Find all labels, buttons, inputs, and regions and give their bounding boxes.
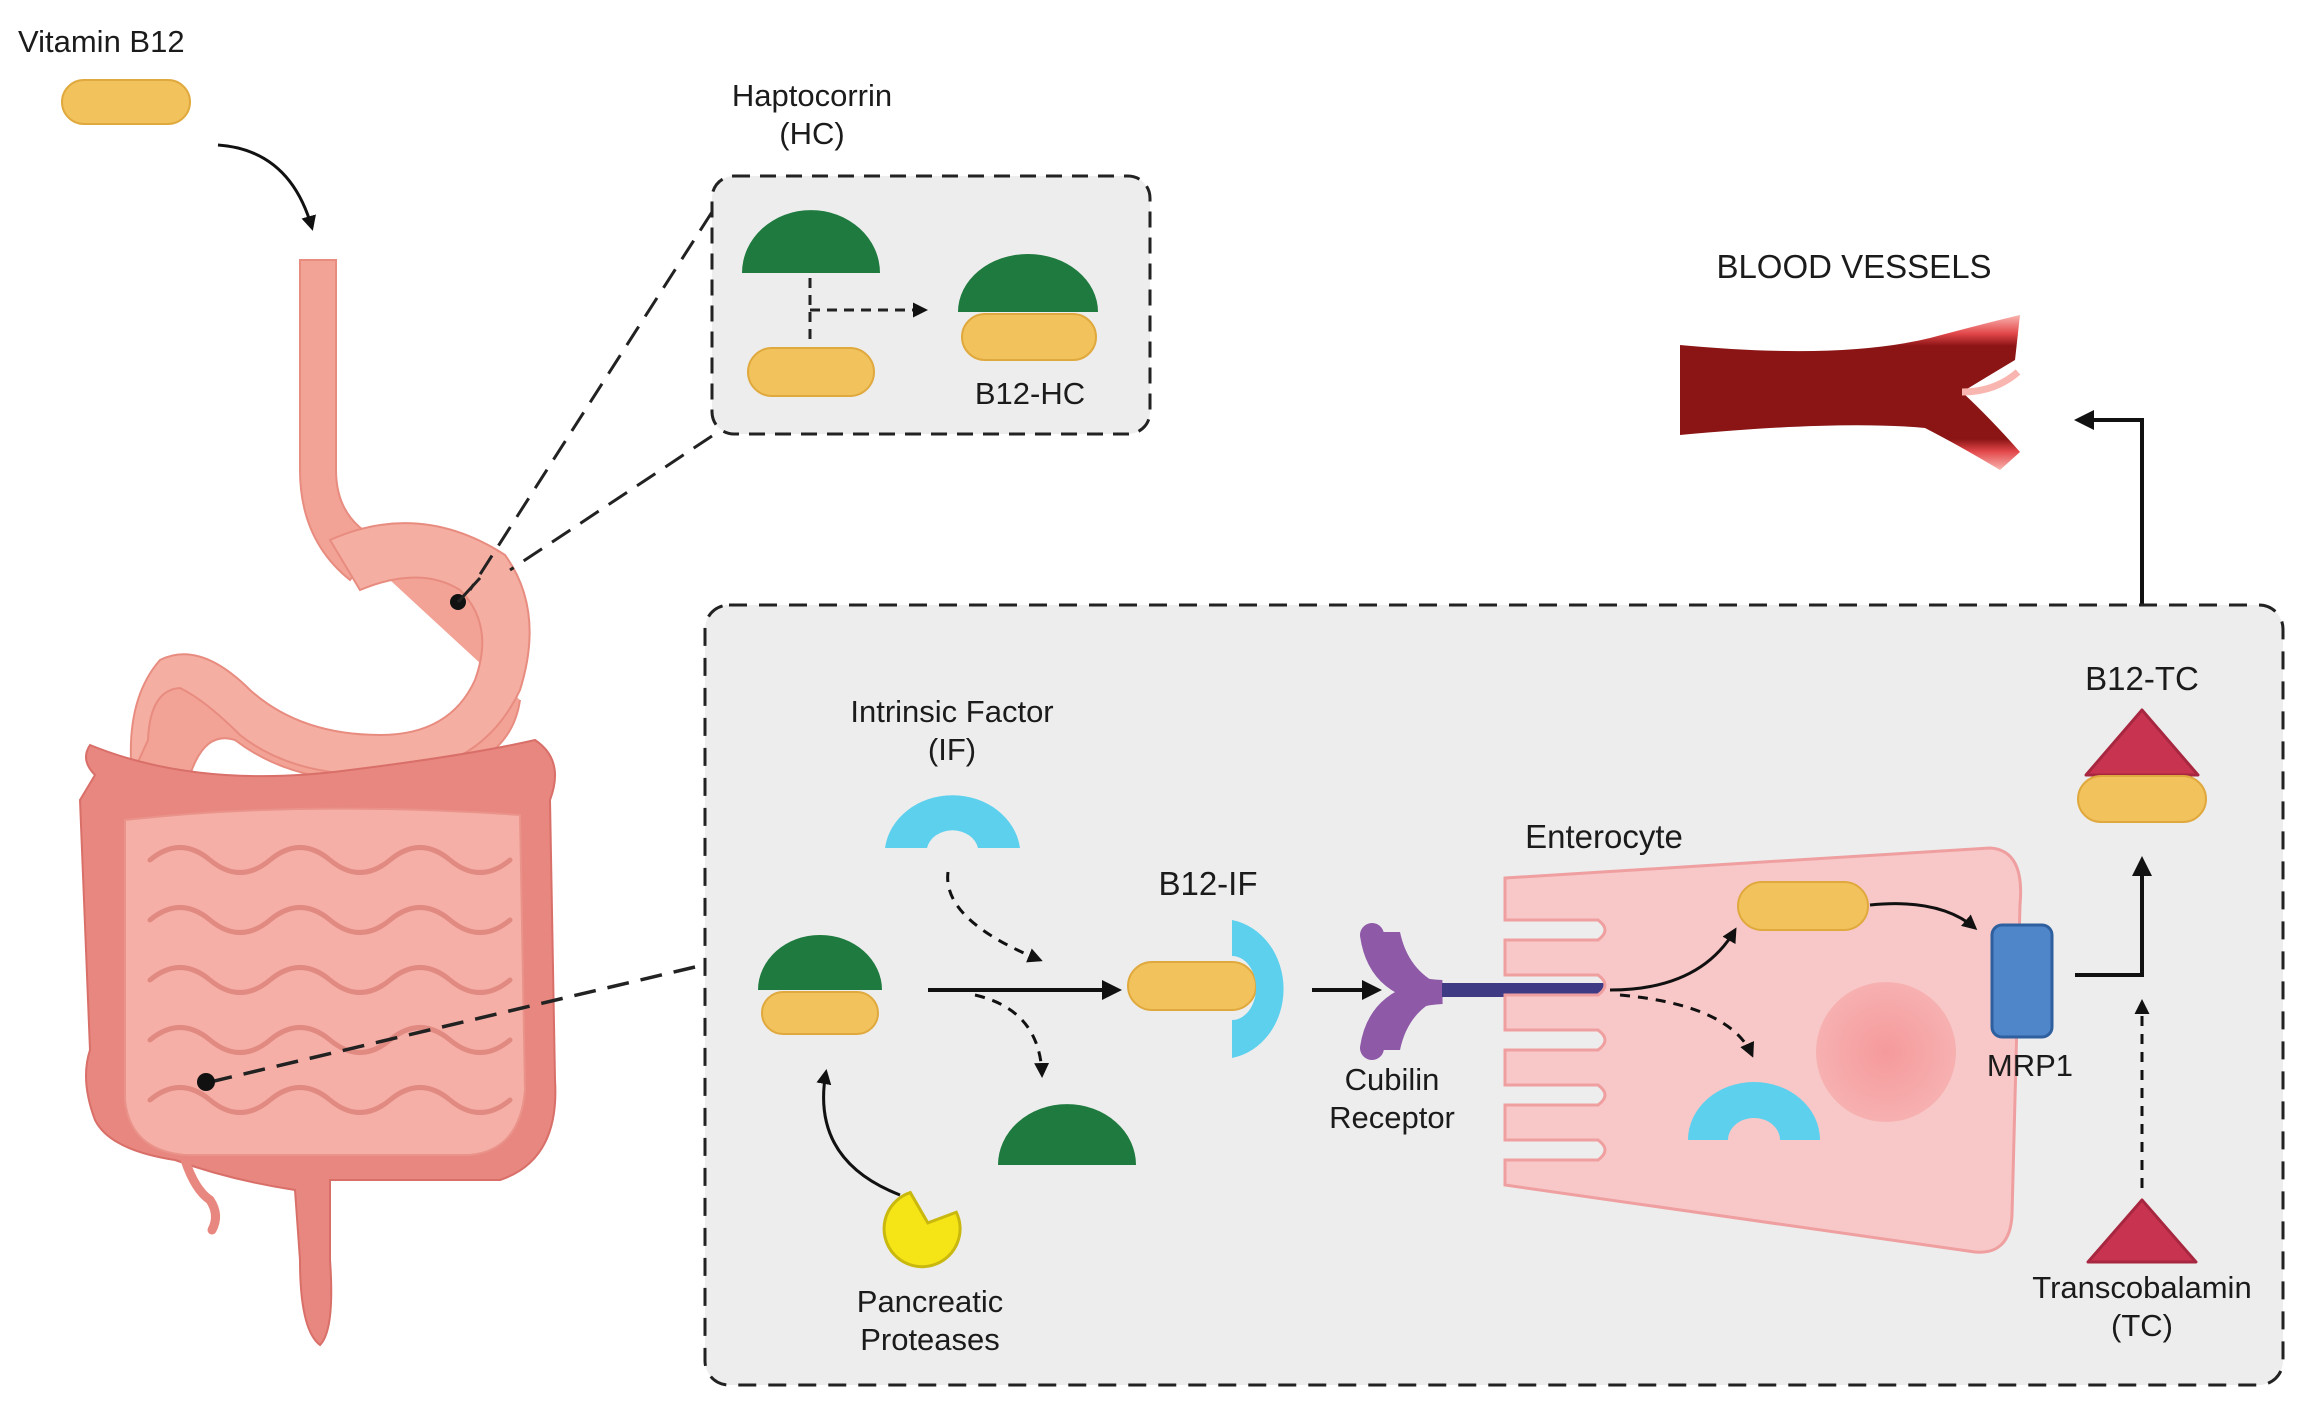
cubilin-receptor-group: Cubilin Receptor [1329,923,1604,1135]
b12-pill-icon [2077,775,2207,823]
to-blood-arrow [2074,410,2144,612]
mrp1-icon [1990,923,2054,1039]
intestine-folds-icon [147,845,513,1115]
transcobalamin-label-line1: Transcobalamin [2032,1270,2251,1305]
enterocyte-cell: Enterocyte [1503,818,2023,1254]
vessel-branch-highlight [1961,369,2021,396]
intrinsic-factor-group: Intrinsic Factor (IF) [850,694,1054,963]
mrp1-label: MRP1 [1987,1048,2073,1083]
digestive-tract-illustration [78,259,557,1347]
b12-pill-icon [747,347,875,397]
b12-if-label: B12-IF [1158,865,1257,902]
enterocyte-body [1503,846,2023,1254]
b12-pill-icon [61,79,191,125]
blood-vessels: BLOOD VESSELS [1680,248,2144,612]
b12-pill-icon [1127,961,1257,1011]
efflux-arrow [2075,856,2152,977]
intrinsic-factor-label-line2: (IF) [928,732,976,767]
pancreatic-proteases-group: Pancreatic Proteases [816,1069,1003,1357]
haptocorrin-label-line2: (HC) [779,116,844,151]
if-binding-arrow [946,871,1043,963]
appendix-shape [180,1155,220,1235]
b12-if-complex: B12-IF [1127,865,1284,1058]
nucleus-icon [1816,982,1956,1122]
internalization-arrow [1609,927,1737,992]
blood-vessel-icon [1680,315,2020,470]
intestine-marker-dot [197,1073,215,1091]
intrinsic-factor-icon [885,795,1020,848]
haptocorrin-icon [758,935,882,990]
blood-vessels-label: BLOOD VESSELS [1716,248,1991,285]
vitamin-b12-label: Vitamin B12 [18,24,185,59]
transcobalamin-group: Transcobalamin (TC) [2032,999,2252,1343]
stomach-body-icon [129,522,531,779]
mrp1-transporter: MRP1 [1987,856,2152,1083]
protease-action-arrow [816,1069,901,1197]
b12-pill-icon [761,991,879,1035]
to-mrp1-arrow [1869,902,1978,930]
released-haptocorrin-icon [998,1104,1136,1165]
haptocorrin-panel: Haptocorrin (HC) B12-HC [710,78,1152,436]
b12-hc-complex-intestine [758,935,882,1035]
hc-release-arrow [974,993,1050,1078]
b12-hc-complex-green-icon [958,254,1098,312]
stomach-zoom-lines [450,211,714,610]
cubilin-label-line1: Cubilin [1345,1062,1440,1097]
intrinsic-factor-label-line1: Intrinsic Factor [850,694,1053,729]
cubilin-label-line2: Receptor [1329,1100,1455,1135]
ingestion-arrow [217,143,316,231]
vitamin-b12-input: Vitamin B12 [18,24,316,231]
pancreatic-label-line1: Pancreatic [857,1284,1003,1319]
transcobalamin-label-line2: (TC) [2111,1308,2173,1343]
enterocyte-label: Enterocyte [1525,818,1683,855]
b12-hc-complex-yellow-icon [961,313,1097,361]
intestine-zoom-line [209,965,696,1084]
haptocorrin-label-line1: Haptocorrin [732,78,892,113]
esophagus-shape [299,259,382,582]
b12-hc-label: B12-HC [975,376,1085,411]
degraded-if-icon [1688,1082,1820,1140]
transcobalamin-icon [2086,1198,2198,1264]
pancreatic-label-line2: Proteases [860,1322,1000,1357]
if-degradation-arrow [1619,993,1755,1058]
intrinsic-factor-icon [1232,920,1284,1058]
protease-icon [882,1190,962,1269]
b12-tc-complex: B12-TC [2077,660,2207,823]
haptocorrin-icon [742,210,880,273]
small-intestine-shape [124,807,527,1156]
b12-pill-icon [1737,881,1869,931]
b12-tc-label: B12-TC [2085,660,2199,697]
